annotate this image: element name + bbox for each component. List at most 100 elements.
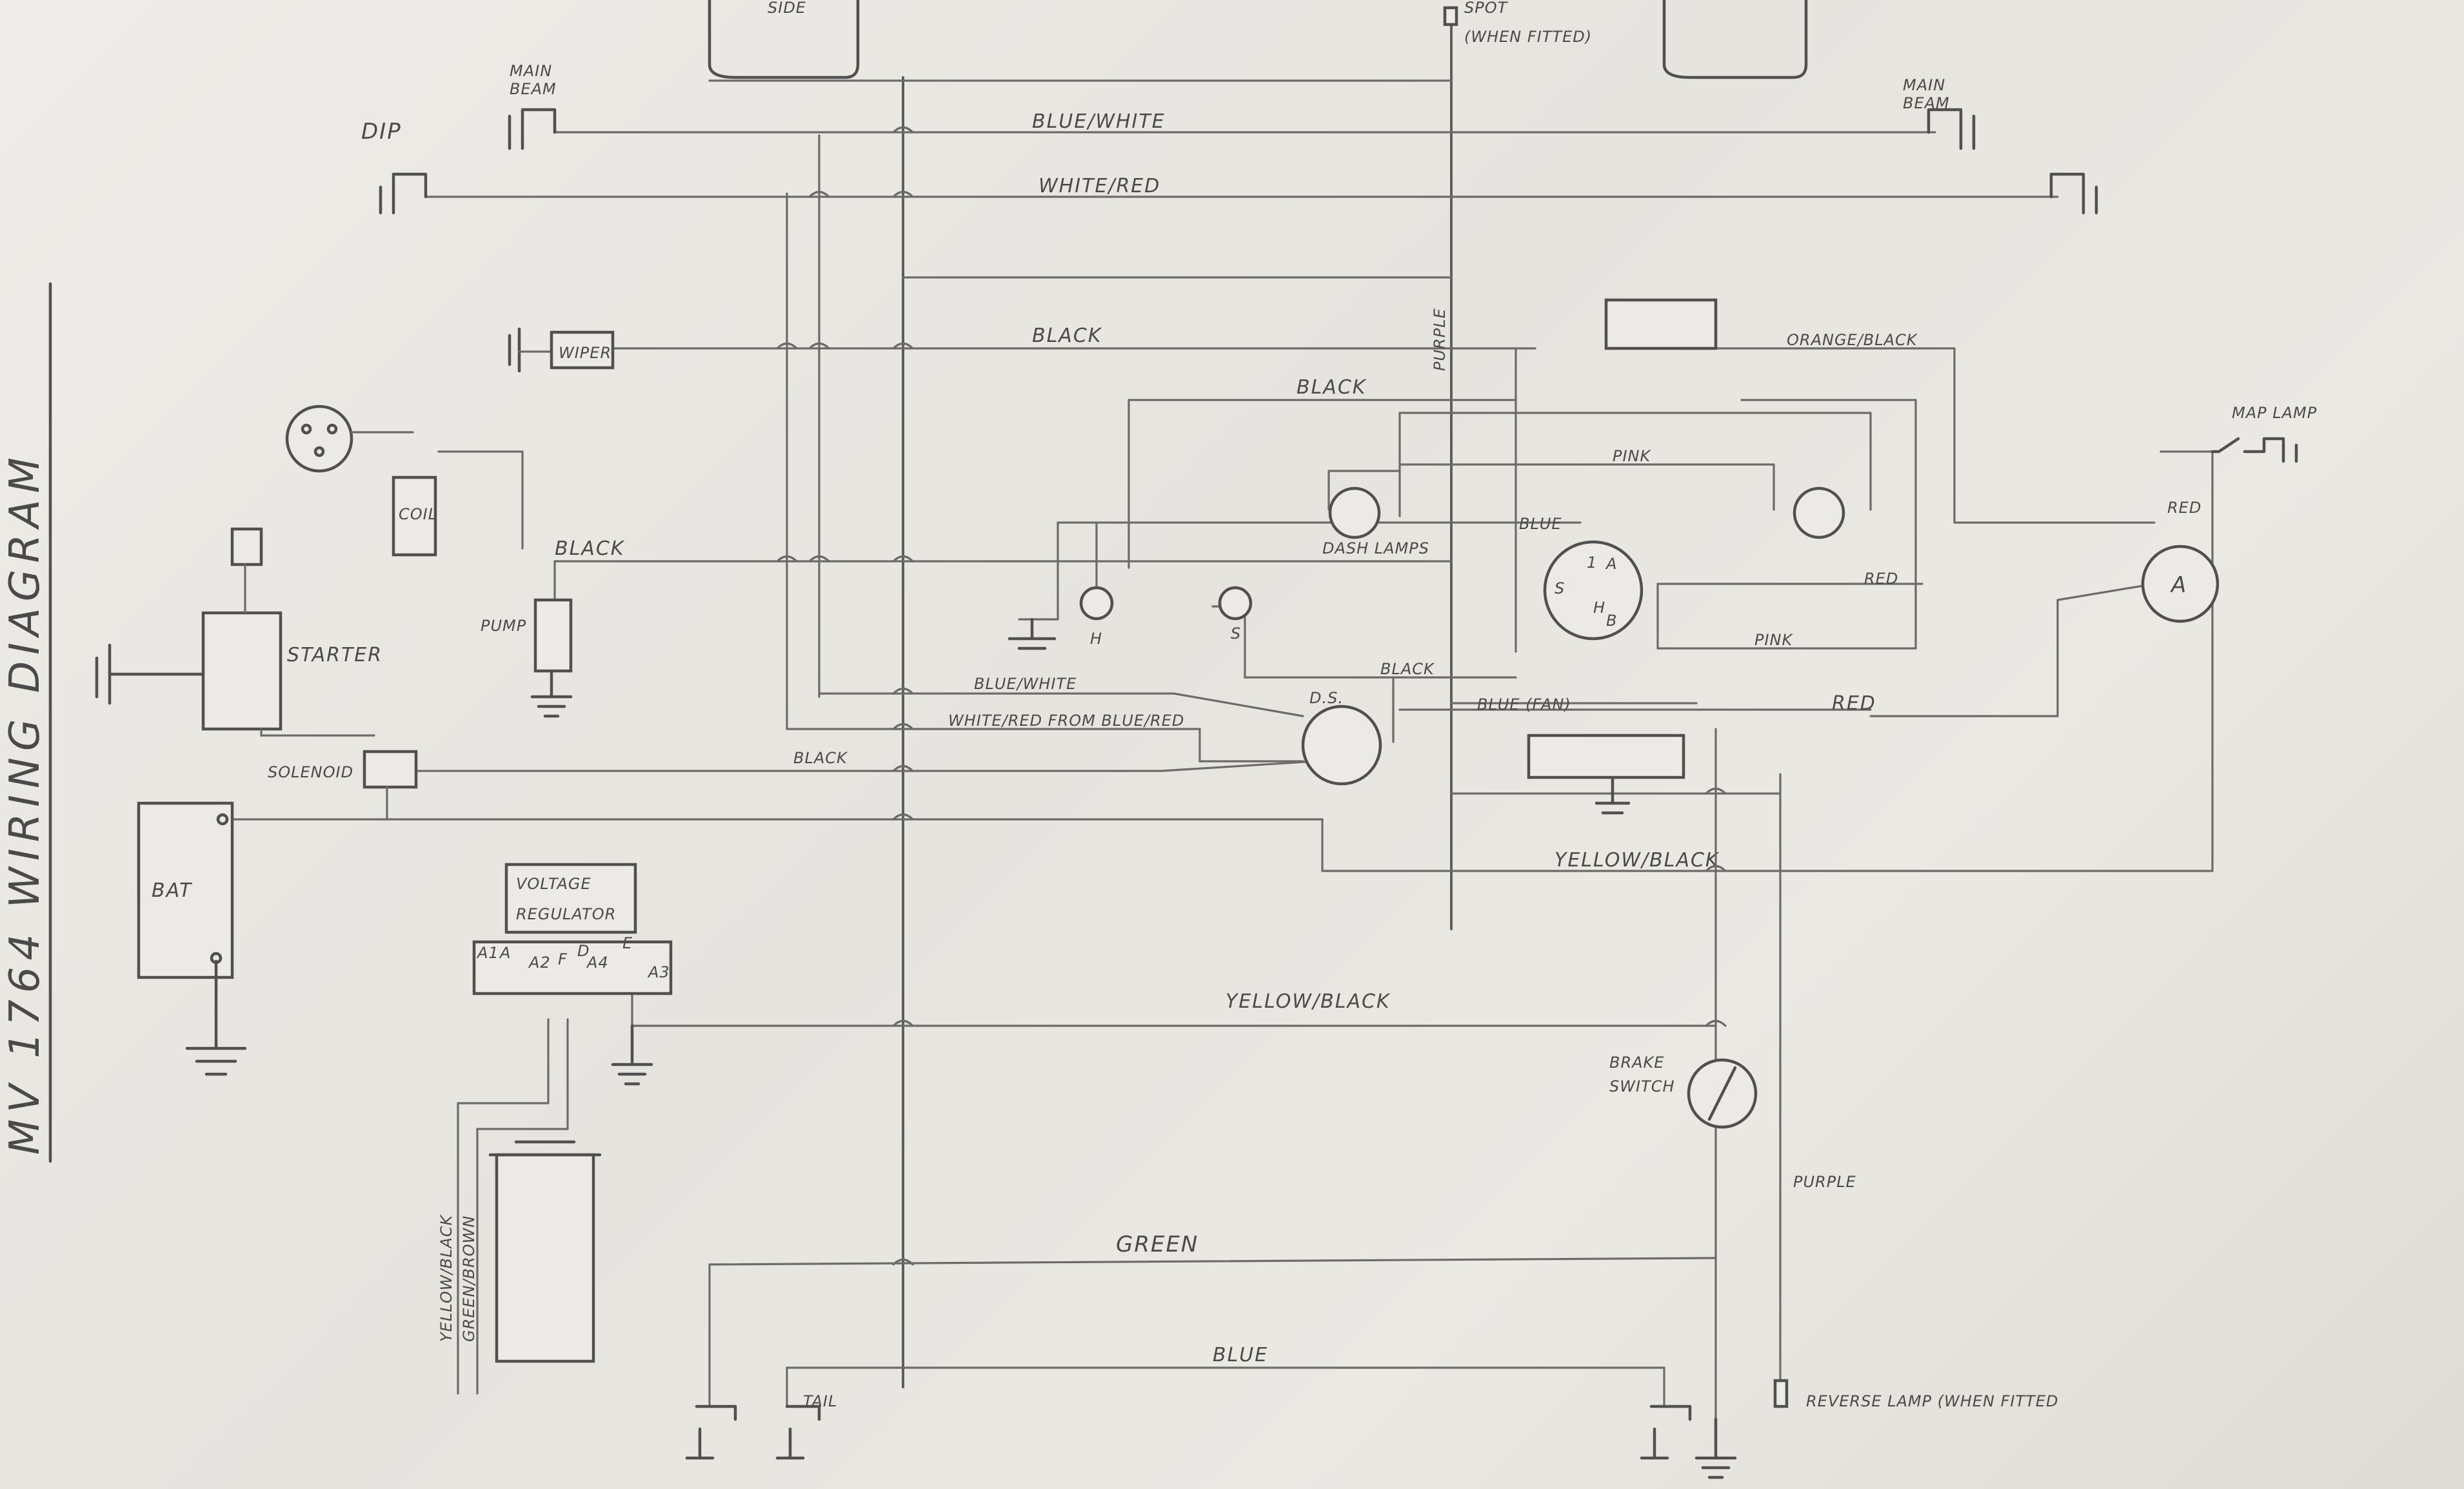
label-map-lamp: MAP LAMP xyxy=(2232,404,2317,422)
s-switch-icon xyxy=(1218,586,1253,621)
reverse-lamp-icon xyxy=(1773,1379,1789,1408)
label-voltage-regulator-2: REGULATOR xyxy=(516,905,616,923)
ign-terminal-h: H xyxy=(1593,599,1605,617)
vr-terminal-a: A xyxy=(499,944,511,962)
label-side-lamp: SIDE xyxy=(768,0,806,17)
label-black-ds: BLACK xyxy=(1380,660,1435,678)
ign-terminal-1: 1 xyxy=(1587,554,1597,572)
label-ds-switch: D.S. xyxy=(1309,689,1344,707)
label-main-beam-right-1: MAIN xyxy=(1903,76,1945,94)
starter-terminal-box xyxy=(230,527,263,566)
label-s-switch: S xyxy=(1231,625,1241,643)
label-yellow-black-gen: YELLOW/BLACK xyxy=(437,1214,455,1342)
label-main-beam-left-1: MAIN xyxy=(510,62,552,80)
crossover-hops xyxy=(776,126,1727,1266)
label-tail: TAIL xyxy=(803,1392,837,1410)
distributor-pin-2 xyxy=(326,423,338,435)
generator-brush-icon xyxy=(488,1140,602,1157)
label-pink-upper: PINK xyxy=(1613,447,1652,465)
wire-solenoid-to-ds xyxy=(1160,760,1317,772)
dip-lamp-right-icon xyxy=(2049,172,2098,215)
dip-lamp-icon xyxy=(379,172,428,215)
label-pump: PUMP xyxy=(481,617,526,635)
label-purple-reverse: PURPLE xyxy=(1793,1173,1856,1191)
label-main-beam-left-2: BEAM xyxy=(510,80,557,98)
brake-switch-lever xyxy=(1707,1066,1737,1121)
voltage-regulator-ground-icon xyxy=(611,1024,653,1086)
diagram-title: MV 1764 WIRING DIAGRAM xyxy=(1,451,49,1155)
label-red-lower: RED xyxy=(1832,692,1876,715)
label-coil: COIL xyxy=(399,505,437,523)
battery-positive-terminal xyxy=(216,813,229,826)
dash-lamp-right-icon xyxy=(1793,486,1845,539)
voltage-regulator-terminal-block xyxy=(472,940,673,995)
main-beam-right-icon xyxy=(1927,108,1976,150)
label-blue-white-mid: BLUE/WHITE xyxy=(974,675,1077,693)
voltage-regulator-box xyxy=(504,863,637,934)
ground-icon-green xyxy=(685,1404,737,1460)
starter-box xyxy=(201,611,283,731)
label-pink-lower: PINK xyxy=(1754,631,1794,649)
label-red-right: RED xyxy=(2167,499,2201,517)
label-battery: BAT xyxy=(152,879,193,902)
vr-terminal-a4: A4 xyxy=(586,954,609,972)
battery-ground-icon xyxy=(185,959,247,1076)
label-brake-switch-1: BRAKE xyxy=(1609,1054,1664,1072)
dash-lamp-left-icon xyxy=(1328,486,1381,539)
label-orange-black: ORANGE/BLACK xyxy=(1787,331,1918,349)
ds-switch-icon xyxy=(1301,705,1382,786)
wire-blue-white-to-ds xyxy=(1173,692,1304,717)
coil-box xyxy=(392,475,437,557)
fan-switch-ground-icon xyxy=(1595,775,1631,815)
vr-terminal-a2: A2 xyxy=(528,954,551,972)
label-yellow-black-upper: YELLOW/BLACK xyxy=(1555,849,1720,872)
label-blue-tail: BLUE xyxy=(1213,1344,1268,1366)
solenoid-box xyxy=(363,750,418,789)
label-spot-note: (WHEN FITTED) xyxy=(1464,28,1592,46)
vr-terminal-a3: A3 xyxy=(647,963,670,981)
label-blue-ignition: BLUE xyxy=(1519,515,1562,533)
tail-lamp-right-icon xyxy=(1640,1404,1692,1460)
label-white-red-mid: WHITE/RED FROM BLUE/RED xyxy=(948,712,1184,730)
label-black-upper: BLACK xyxy=(1297,376,1367,399)
starter-ground-icon xyxy=(95,643,205,705)
generator-box xyxy=(495,1153,595,1363)
pump-ground-icon xyxy=(530,669,573,718)
pump-box xyxy=(533,598,573,673)
label-h-switch: H xyxy=(1090,630,1102,648)
wiper-motor-box xyxy=(550,330,615,370)
ign-terminal-s: S xyxy=(1555,579,1565,597)
main-beam-left-icon xyxy=(508,108,557,150)
label-reverse-lamp: REVERSE LAMP (WHEN FITTED xyxy=(1806,1392,2058,1410)
label-black-solenoid: BLACK xyxy=(793,749,848,767)
map-lamp-icon xyxy=(2211,437,2298,463)
label-wiper: WIPER xyxy=(559,344,611,362)
label-yellow-black-lower: YELLOW/BLACK xyxy=(1226,990,1391,1013)
distributor-icon xyxy=(285,405,353,473)
ign-terminal-b: B xyxy=(1606,612,1617,630)
label-blue-fan: BLUE (FAN) xyxy=(1477,695,1571,714)
label-main-beam-right-2: BEAM xyxy=(1903,94,1950,112)
wire-green xyxy=(708,1257,1717,1266)
label-solenoid: SOLENOID xyxy=(268,763,353,781)
label-black-coil: BLACK xyxy=(555,537,625,560)
ignition-switch-icon xyxy=(1543,540,1644,641)
distributor-pin-1 xyxy=(301,423,312,435)
vr-terminal-a1: A1 xyxy=(476,944,499,962)
label-green-brown-gen: GREEN/BROWN xyxy=(460,1215,478,1342)
label-dash-lamps: DASH LAMPS xyxy=(1322,539,1429,557)
side-lamp-housing-left xyxy=(708,0,860,79)
h-switch-ground-icon xyxy=(1008,617,1057,650)
label-brake-switch-2: SWITCH xyxy=(1609,1077,1675,1095)
fuse-box-top xyxy=(1604,298,1718,350)
label-starter: STARTER xyxy=(287,644,383,666)
label-blue-white-top: BLUE/WHITE xyxy=(1032,110,1166,133)
battery-box xyxy=(137,801,234,979)
label-dip: DIP xyxy=(361,119,402,145)
label-white-red-top: WHITE/RED xyxy=(1038,175,1160,197)
label-voltage-regulator-1: VOLTAGE xyxy=(516,875,591,893)
label-spot: SPOT xyxy=(1464,0,1509,17)
h-switch-icon xyxy=(1079,586,1114,621)
